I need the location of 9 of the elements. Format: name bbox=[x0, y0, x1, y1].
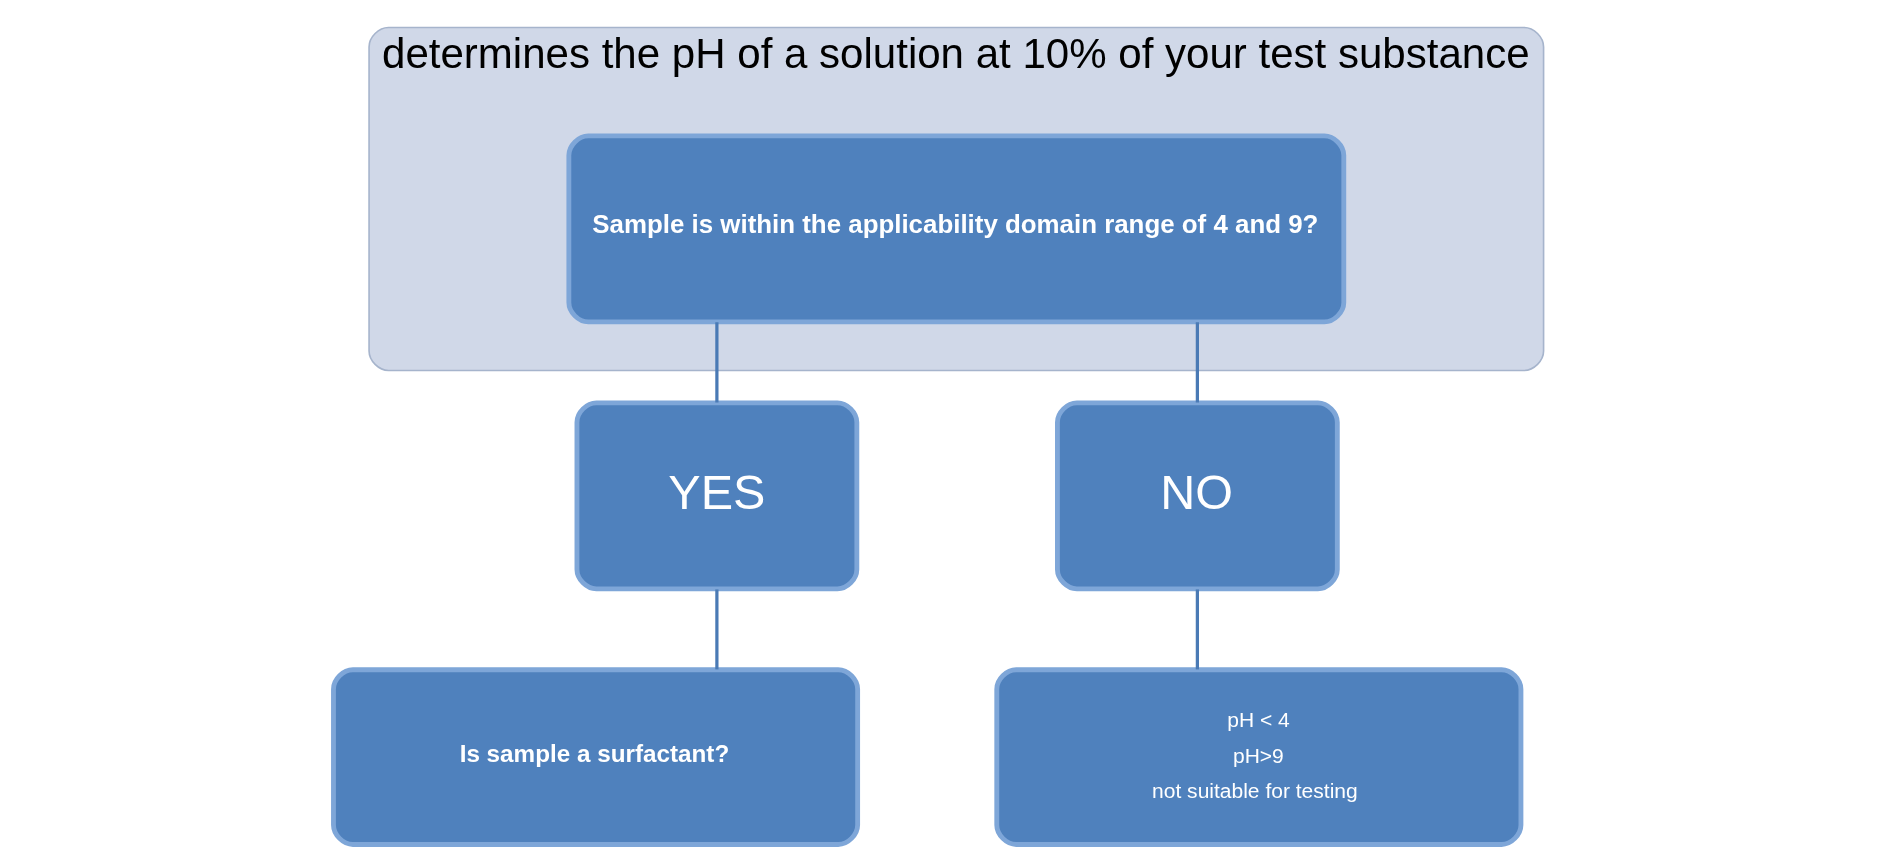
connector bbox=[715, 589, 719, 670]
node-box: Is sample a surfactant? bbox=[331, 667, 861, 847]
connector bbox=[1195, 322, 1199, 403]
node-box: pH < 4 pH>9 not suitable for testing bbox=[994, 667, 1524, 847]
node-box: NO bbox=[1055, 400, 1340, 592]
connector bbox=[715, 322, 719, 403]
connector bbox=[1195, 589, 1199, 670]
node-box: YES bbox=[574, 400, 860, 592]
node-box: Sample is within the applicability domain range of 4 and 9? bbox=[566, 133, 1347, 325]
